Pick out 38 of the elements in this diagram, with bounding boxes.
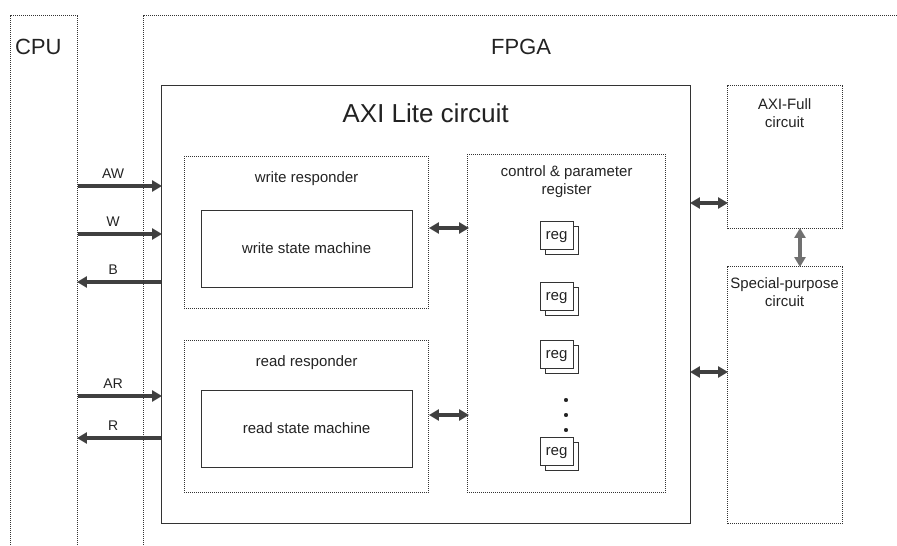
cpu-region <box>10 15 78 546</box>
circuit-region <box>726 84 842 228</box>
circuit-region <box>726 266 842 524</box>
state-machine-box <box>200 210 412 288</box>
box-label: read state machine <box>242 420 372 438</box>
arrow <box>78 390 162 402</box>
stacked-register-box <box>540 282 578 316</box>
double-arrow <box>794 228 806 267</box>
register-label: reg <box>544 288 568 304</box>
arrow <box>77 276 161 288</box>
fpga-region <box>143 15 897 546</box>
region-title: FPGA <box>490 34 552 60</box>
box-label: write state machine <box>240 240 372 258</box>
box-label: AXI Lite circuit <box>341 98 510 129</box>
region-title: CPU <box>15 34 62 60</box>
box-label: write responder <box>254 169 360 187</box>
double-arrow <box>429 409 469 421</box>
register-region <box>467 154 666 493</box>
double-arrow <box>690 366 728 378</box>
arrow <box>78 228 162 240</box>
arrow <box>77 432 161 444</box>
arrow <box>78 180 162 192</box>
stacked-register-box <box>540 220 578 254</box>
module-region <box>184 340 429 493</box>
register-label: reg <box>544 226 568 243</box>
double-arrow <box>690 197 728 209</box>
register-label: reg <box>544 346 568 362</box>
box-label: AXI-Full circuit <box>756 96 812 132</box>
state-machine-box <box>200 390 412 468</box>
box-label: control & parameter register <box>500 163 634 199</box>
box-label: read responder <box>254 353 358 371</box>
double-arrow <box>429 222 469 234</box>
box-label: Special-purpose circuit <box>729 274 840 310</box>
stacked-register-box <box>540 340 578 374</box>
module-region <box>184 156 429 309</box>
register-label: reg <box>544 442 568 459</box>
stacked-register-box <box>540 436 578 470</box>
circuit-box <box>160 84 690 524</box>
